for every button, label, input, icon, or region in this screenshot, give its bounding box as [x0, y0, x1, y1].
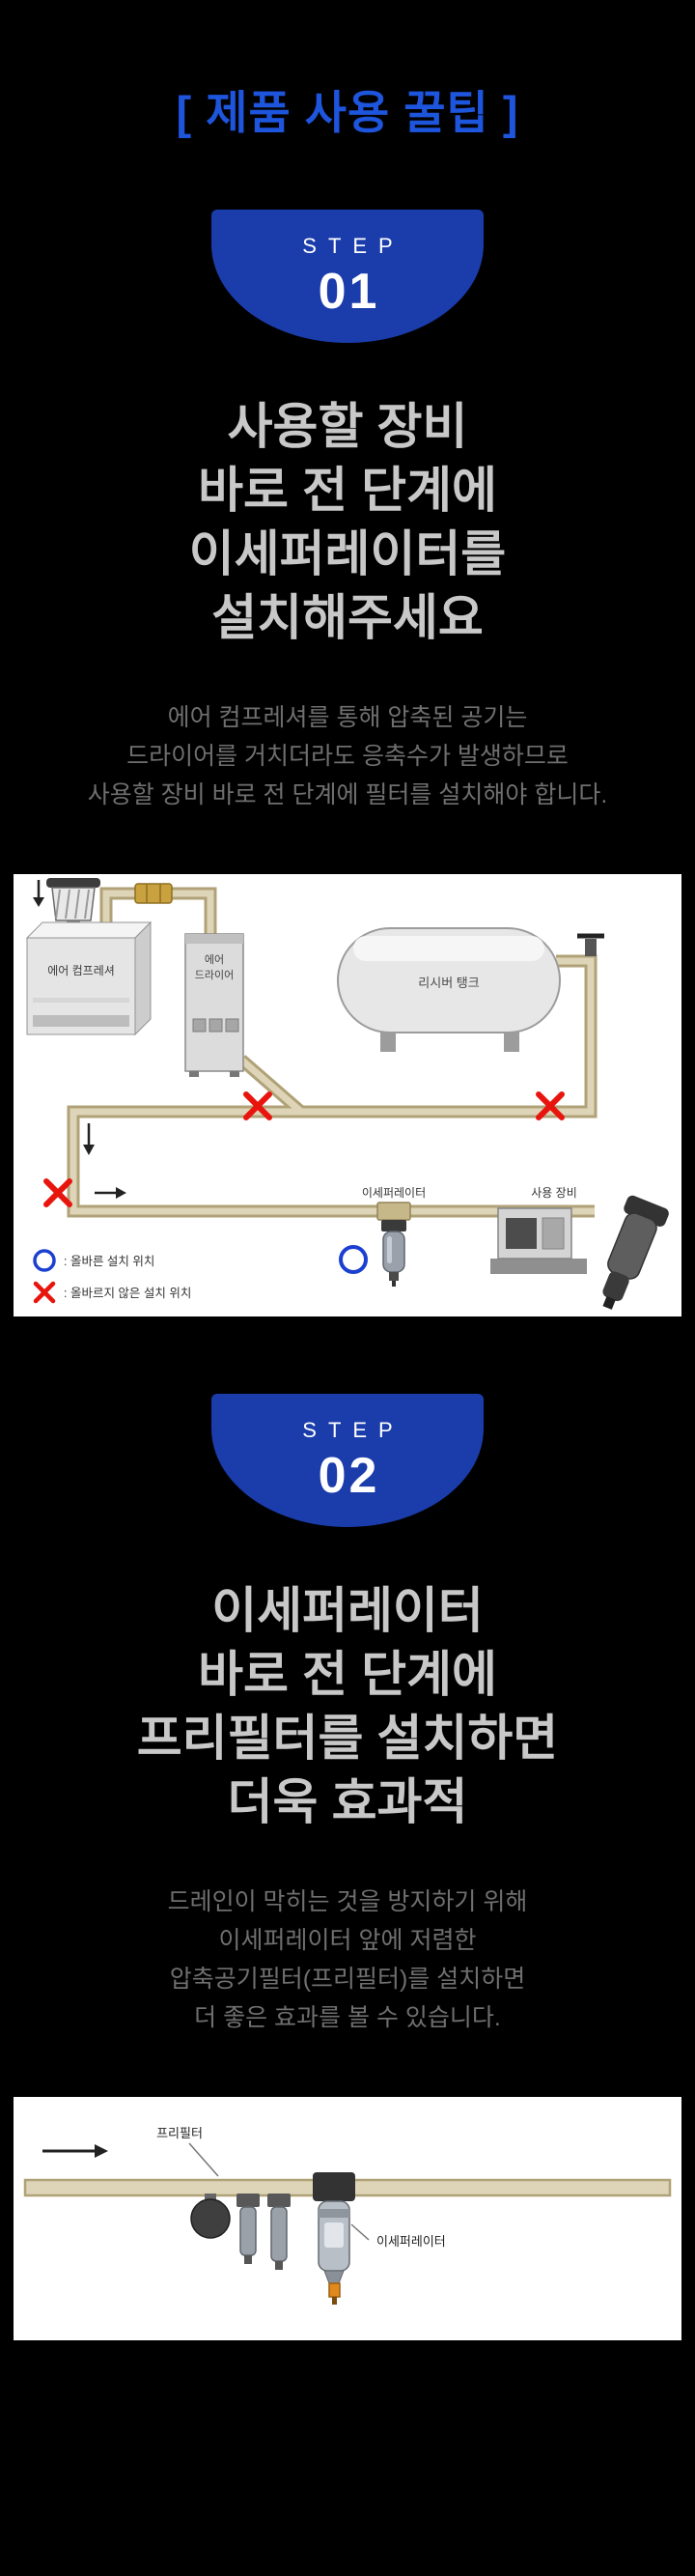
- description-line: 더 좋은 효과를 볼 수 있습니다.: [194, 2004, 501, 2031]
- legend-correct-text: : 올바른 설치 위치: [64, 1255, 154, 1268]
- wrong-mark-after-tank-icon: [536, 1091, 565, 1120]
- receiver-tank-illustration: 리시버 탱크: [337, 927, 561, 1052]
- dryer-label-line1: 에어: [205, 953, 224, 966]
- step-2-diagram-panel: 프리필터: [14, 2097, 681, 2340]
- heading-line: 이세퍼레이터: [211, 1583, 484, 1638]
- prefilter-label: 프리필터: [156, 2126, 203, 2140]
- step-1-section: STEP 01 사용할 장비 바로 전 단계에 이세퍼레이터를 설치해주세요 에…: [0, 210, 695, 1316]
- heading-line: 프리필터를 설치하면: [136, 1711, 559, 1766]
- step-1-installation-diagram: 에어 컴프레셔 에어 드라이어: [14, 874, 681, 1316]
- equipment-label: 사용 장비: [531, 1186, 577, 1200]
- flow-arrow-inlet-icon: [33, 880, 44, 907]
- step-2-heading: 이세퍼레이터 바로 전 단계에 프리필터를 설치하면 더욱 효과적: [0, 1579, 695, 1834]
- separator-leader-line: [350, 2223, 370, 2241]
- step-2-badge-label: STEP: [302, 1418, 404, 1442]
- dryer-label-line2: 드라이어: [195, 969, 234, 981]
- page-title: [ 제품 사용 꿀팁 ]: [176, 87, 519, 138]
- heading-line: 설치해주세요: [211, 590, 484, 645]
- description-line: 에어 컴프레셔를 통해 압축된 공기는: [167, 704, 528, 731]
- step-2-prefilter-diagram: 프리필터: [14, 2097, 681, 2340]
- description-line: 압축공기필터(프리필터)를 설치하면: [169, 1966, 526, 1993]
- flow-arrow-icon: [42, 2144, 108, 2158]
- tank-label: 리시버 탱크: [418, 976, 479, 990]
- description-line: 사용할 장비 바로 전 단계에 필터를 설치해야 합니다.: [87, 781, 608, 808]
- prefilter-leader-line: [188, 2142, 219, 2177]
- equipment-illustration: [490, 1195, 669, 1310]
- step-1-diagram-panel: 에어 컴프레셔 에어 드라이어: [14, 874, 681, 1316]
- prefilter-illustration: [190, 2194, 291, 2270]
- flow-arrows: [83, 1123, 126, 1199]
- step-2-badge: STEP 02: [211, 1394, 484, 1527]
- compressor-label: 에어 컴프레셔: [47, 964, 115, 977]
- step-1-description: 에어 컴프레셔를 통해 압축된 공기는 드라이어를 거치더라도 응축수가 발생하…: [0, 698, 695, 814]
- correct-position-mark-icon: [339, 1245, 368, 1274]
- pipe-network: [67, 887, 598, 1218]
- step-1-heading: 사용할 장비 바로 전 단계에 이세퍼레이터를 설치해주세요: [0, 395, 695, 650]
- step-1-badge-label: STEP: [302, 234, 404, 258]
- air-compressor-illustration: 에어 컴프레셔: [25, 878, 153, 1036]
- diagram-legend: : 올바른 설치 위치 : 올바르지 않은 설치 위치: [33, 1249, 191, 1304]
- description-line: 이세퍼레이터 앞에 저렴한: [218, 1927, 477, 1954]
- tank-outlet-valve-icon: [577, 933, 604, 956]
- heading-line: 사용할 장비: [227, 399, 468, 454]
- legend-wrong-text: : 올바르지 않은 설치 위치: [64, 1287, 191, 1300]
- heading-line: 더욱 효과적: [227, 1774, 468, 1829]
- separator-illustration: [313, 2172, 355, 2305]
- step-1-badge-number: 01: [318, 264, 380, 320]
- step-2-badge-number: 02: [318, 1448, 380, 1504]
- step-1-badge: STEP 01: [211, 210, 484, 343]
- legend-wrong-symbol-icon: [33, 1281, 56, 1304]
- air-dryer-illustration: 에어 드라이어: [184, 933, 244, 1077]
- description-line: 드라이어를 거치더라도 응축수가 발생하므로: [126, 743, 569, 770]
- heading-line: 이세퍼레이터를: [188, 526, 507, 581]
- air-separator-illustration: [376, 1202, 411, 1287]
- pipe-fitting: [134, 883, 173, 904]
- step-2-description: 드레인이 막히는 것을 방지하기 위해 이세퍼레이터 앞에 저렴한 압축공기필터…: [0, 1882, 695, 2037]
- separator-label: 이세퍼레이터: [362, 1186, 426, 1200]
- heading-line: 바로 전 단계에: [198, 463, 497, 518]
- description-line: 드레인이 막히는 것을 방지하기 위해: [167, 1888, 528, 1915]
- heading-line: 바로 전 단계에: [198, 1647, 497, 1702]
- wrong-mark-after-dryer-icon: [243, 1091, 272, 1120]
- wrong-position-marks: [43, 1091, 565, 1207]
- legend-correct-symbol-icon: [33, 1249, 56, 1272]
- separator-label: 이세퍼레이터: [376, 2234, 446, 2249]
- wrong-mark-left-drop-icon: [43, 1178, 72, 1207]
- air-tool-illustration: [602, 1195, 669, 1310]
- step-2-section: STEP 02 이세퍼레이터 바로 전 단계에 프리필터를 설치하면 더욱 효과…: [0, 1394, 695, 2340]
